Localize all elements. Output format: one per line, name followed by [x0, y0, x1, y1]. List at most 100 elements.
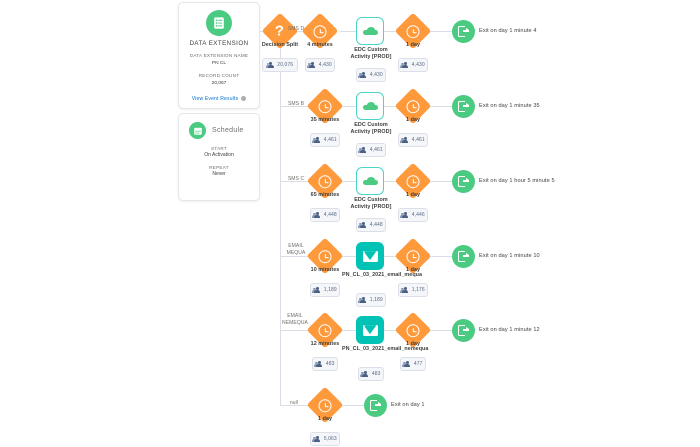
branch-label-2: SMS B — [287, 101, 305, 107]
connector-r4-d — [428, 256, 454, 257]
schedule-title: Schedule — [212, 127, 244, 134]
wait-node-r1-1[interactable] — [301, 12, 339, 50]
contacts-icon — [400, 61, 409, 69]
wait-count-r2-1[interactable]: 4,461 — [310, 133, 340, 147]
exit-node-r6[interactable] — [364, 394, 387, 417]
wait-node-r6[interactable] — [306, 386, 344, 424]
wait-label-r4-2: 1 day — [405, 267, 421, 273]
connector-r1-d — [428, 31, 454, 32]
schedule-card[interactable]: Schedule START On Activation REPEAT Neve… — [178, 113, 260, 201]
wait-count-r1-1[interactable]: 4,430 — [305, 58, 335, 72]
exit-node-r2[interactable] — [452, 95, 475, 118]
wait-count-value-r4-1: 1,189 — [323, 287, 337, 293]
branch-label-4: EMAIL MEQUA — [286, 243, 306, 256]
activity-node-r5[interactable] — [356, 316, 384, 344]
connector-branch-trunk — [280, 44, 281, 406]
exit-label-r3: Exit on day 1 hour 5 minute 5 — [479, 178, 555, 184]
decision-split-label: Decision Split — [261, 42, 299, 48]
help-icon[interactable] — [241, 96, 247, 102]
activity-count-value-r2: 4,461 — [369, 147, 383, 153]
wait-count-r6[interactable]: 5,063 — [310, 432, 340, 446]
wait-label-r3-2: 1 day — [405, 192, 421, 198]
connector-r1-b — [340, 31, 356, 32]
activity-label-r4: PN_CL_03_2021_email_mequa — [342, 272, 423, 278]
contacts-icon — [312, 211, 321, 219]
wait-count-value-r5-2: 477 — [413, 361, 423, 367]
wait-count-value-r4-2: 1,176 — [411, 287, 425, 293]
schedule-repeat-value: Never — [212, 171, 226, 177]
exit-node-r5[interactable] — [452, 319, 475, 342]
connector-branch-4 — [280, 256, 312, 257]
data-extension-name-value: PN CL — [211, 60, 227, 66]
wait-node-r1-2[interactable] — [394, 12, 432, 50]
contacts-icon — [402, 360, 411, 368]
exit-node-r4[interactable] — [452, 245, 475, 268]
cloud-activity-icon — [356, 17, 384, 45]
branch-label-1: SMS D — [287, 26, 305, 32]
branch-label-6: null — [289, 400, 299, 406]
wait-count-r3-1[interactable]: 4,448 — [310, 208, 340, 222]
contacts-icon — [312, 435, 321, 443]
contacts-icon — [358, 146, 367, 154]
wait-count-value-r5-1: 483 — [325, 361, 335, 367]
connector-branch-3 — [280, 181, 312, 182]
wait-node-r2-2[interactable] — [394, 87, 432, 125]
connector-r5-d — [428, 330, 454, 331]
wait-count-value-r6: 5,063 — [323, 436, 337, 442]
wait-count-r4-2[interactable]: 1,176 — [398, 283, 428, 297]
connector-r5-c — [384, 330, 400, 331]
record-count-label: RECORD COUNT — [198, 73, 240, 79]
activity-label-r5: PN_CL_03_2021_email_nemequa — [342, 346, 429, 352]
contacts-icon — [400, 211, 409, 219]
calendar-icon — [189, 122, 206, 139]
wait-node-r4-2[interactable] — [394, 237, 432, 275]
wait-label-r5-1: 12 minutes — [310, 341, 340, 347]
wait-count-r4-1[interactable]: 1,189 — [310, 283, 340, 297]
wait-node-r5-1[interactable] — [306, 311, 344, 349]
entry-source-card[interactable]: DATA EXTENSION DATA EXTENSION NAME PN CL… — [178, 2, 260, 109]
wait-label-r2-1: 35 minutes — [310, 117, 340, 123]
connector-r2-d — [428, 106, 454, 107]
connector-r4-c — [384, 256, 400, 257]
activity-node-r4[interactable] — [356, 242, 384, 270]
connector-r3-d — [428, 181, 454, 182]
schedule-start-label: START — [211, 146, 227, 151]
wait-count-r5-2[interactable]: 477 — [400, 357, 426, 371]
wait-count-r5-1[interactable]: 483 — [312, 357, 338, 371]
wait-node-r5-2[interactable] — [394, 311, 432, 349]
exit-label-r5: Exit on day 1 minute 12 — [479, 327, 540, 333]
activity-count-r4[interactable]: 1,189 — [356, 293, 386, 307]
wait-count-r1-2[interactable]: 4,430 — [398, 58, 428, 72]
wait-count-r3-2[interactable]: 4,446 — [398, 208, 428, 222]
wait-label-r6: 1 day — [317, 416, 333, 422]
envelope-icon — [356, 316, 384, 344]
wait-node-r4-1[interactable] — [306, 237, 344, 275]
activity-count-r1[interactable]: 4,430 — [356, 68, 386, 82]
wait-count-r2-2[interactable]: 4,461 — [398, 133, 428, 147]
connector-branch-6 — [280, 405, 312, 406]
activity-node-r1[interactable] — [356, 17, 384, 45]
contacts-icon — [358, 296, 367, 304]
branch-label-3: SMS C — [287, 176, 305, 182]
activity-node-r3[interactable] — [356, 167, 384, 195]
wait-node-r3-2[interactable] — [394, 162, 432, 200]
schedule-start-value: On Activation — [204, 152, 234, 158]
activity-count-value-r1: 4,430 — [369, 72, 383, 78]
connector-r6-b — [340, 405, 366, 406]
activity-count-r3[interactable]: 4,448 — [356, 218, 386, 232]
wait-node-r2-1[interactable] — [306, 87, 344, 125]
connector-branch-5 — [280, 330, 312, 331]
activity-node-r2[interactable] — [356, 92, 384, 120]
exit-node-r1[interactable] — [452, 20, 475, 43]
activity-count-r5[interactable]: 483 — [358, 367, 384, 381]
entry-source-title: DATA EXTENSION — [189, 40, 249, 47]
wait-node-r3-1[interactable] — [306, 162, 344, 200]
exit-node-r3[interactable] — [452, 170, 475, 193]
decision-split-count[interactable]: 20,076 — [262, 58, 298, 72]
connector-branch-2 — [280, 106, 312, 107]
list-document-icon — [206, 10, 232, 36]
exit-icon — [452, 20, 475, 43]
activity-count-r2[interactable]: 4,461 — [356, 143, 386, 157]
view-event-results-link[interactable]: View Event Results — [179, 96, 259, 102]
data-extension-name-label: DATA EXTENSION NAME — [189, 53, 249, 58]
